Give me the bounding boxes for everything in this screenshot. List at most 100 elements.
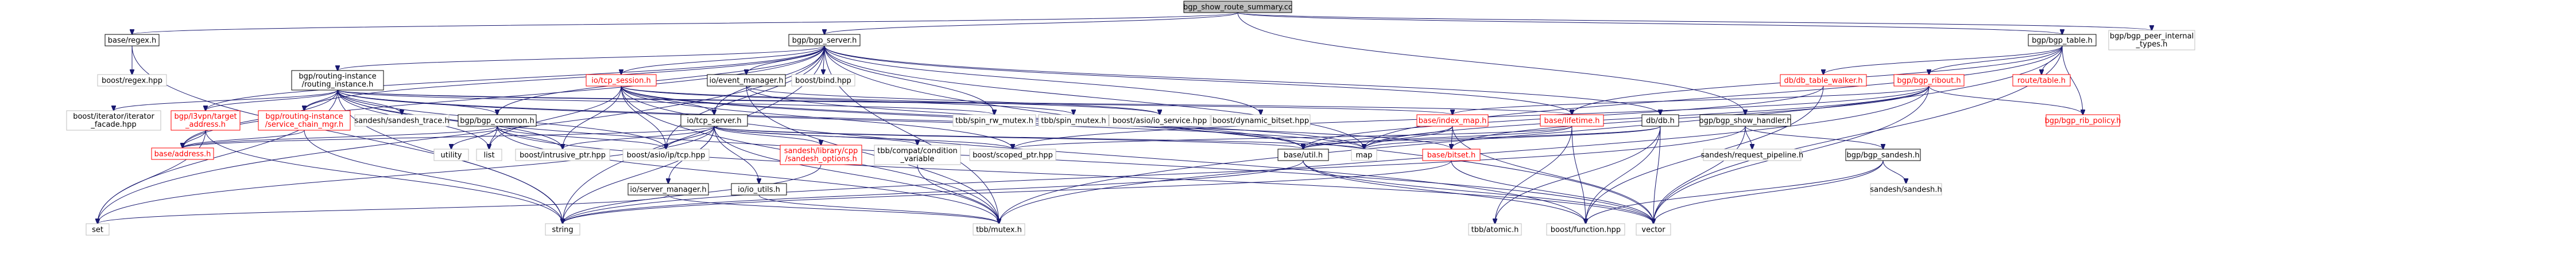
node-box: [1636, 223, 1671, 236]
node-label: sandesh/library/cpp: [784, 147, 858, 155]
node-label: io/server_manager.h: [630, 186, 706, 194]
edge-tbb_compat_condition_variable-to-tbb_mutex_h: [917, 164, 999, 224]
node-bgp_table_h[interactable]: bgp/bgp_table.h: [2028, 34, 2097, 46]
node-base_lifetime_h[interactable]: base/lifetime.h: [1540, 114, 1604, 127]
node-label: bgp/routing-instance: [299, 72, 376, 81]
node-box: [1780, 74, 1867, 87]
node-box: [973, 223, 1025, 236]
node-box: [258, 110, 351, 131]
node-box: [2108, 30, 2195, 50]
edge-bgp_server_h-to-bgp_common_h: [497, 45, 825, 115]
edge-root-to-bgp_show_handler_h: [1237, 12, 1745, 115]
node-tcp_session_h[interactable]: io/tcp_session.h: [586, 74, 657, 87]
edge-bgp_table_h-to-vector: [1653, 45, 2063, 224]
edge-bgp_server_h-to-bgp_target_address_h: [206, 45, 825, 111]
node-box: [780, 145, 862, 165]
node-box: [1703, 149, 1802, 161]
node-box: [1641, 114, 1679, 127]
edge-base_index_map_h-to-base_util_h: [1303, 126, 1453, 149]
node-box: [1468, 223, 1522, 236]
edge-root-to-bgp_server_h: [824, 12, 1238, 34]
node-box: [104, 34, 160, 46]
edge-bgp_server_h-to-event_manager_h: [746, 45, 825, 75]
node-box: [433, 149, 469, 161]
node-label: bgp/routing-instance: [265, 112, 343, 121]
node-event_manager_h[interactable]: io/event_manager.h: [707, 74, 786, 87]
edge-bgp_common_h-to-tbb_mutex_h: [497, 126, 999, 224]
node-base_address_h[interactable]: base/address.h: [151, 147, 214, 160]
node-box: [458, 114, 537, 127]
node-bgp_sandesh_h[interactable]: bgp/bgp_sandesh.h: [1845, 149, 1921, 161]
node-label: boost/scoped_ptr.hpp: [973, 151, 1053, 160]
edge-routing_instance_h-to-boost_intrusive_ptr_hpp: [337, 89, 563, 149]
node-label: tbb/compat/condition: [877, 147, 958, 155]
edge-base_lifetime_h-to-boost_scoped_ptr_hpp: [1013, 126, 1572, 149]
node-bgp_target_address_h[interactable]: bgp/l3vpn/target_address.h: [171, 110, 241, 131]
node-label: bgp/bgp_server.h: [792, 37, 857, 45]
node-box: [171, 110, 241, 131]
edge-base_index_map_h-to-vector: [1452, 126, 1653, 224]
node-layer: bgp_show_route_summary.cc base/regex.h bgp…: [66, 1, 2195, 236]
node-box: [1038, 114, 1109, 127]
node-service_chain_mgr_h[interactable]: bgp/routing-instance/service_chain_mgr.h: [258, 110, 351, 131]
node-bgp_server_h[interactable]: bgp/bgp_server.h: [788, 34, 861, 46]
edge-bgp_common_h-to-vector: [497, 126, 1653, 224]
node-label: tbb/mutex.h: [976, 226, 1022, 235]
edge-bgp_sandesh_h-to-boost_function_hpp: [1586, 160, 1884, 224]
node-label: boost/iterator/iterator: [73, 112, 154, 121]
node-box: [1845, 149, 1921, 161]
node-base_util_h[interactable]: base/util.h: [1277, 149, 1329, 161]
node-box: [731, 183, 787, 196]
node-box: [874, 145, 961, 165]
node-tbb_spin_mutex_h: tbb/spin_mutex.h: [1038, 114, 1109, 127]
node-label: io/io_utils.h: [738, 186, 780, 194]
edge-tcp_server_h-to-set: [98, 126, 715, 224]
node-tbb_atomic_h: tbb/atomic.h: [1468, 223, 1522, 236]
node-label: bgp/bgp_peer_internal: [2110, 32, 2194, 41]
node-label: /sandesh_options.h: [785, 155, 857, 163]
node-io_server_manager_h[interactable]: io/server_manager.h: [627, 183, 709, 196]
node-tcp_server_h[interactable]: io/tcp_server.h: [680, 114, 748, 127]
node-regex_h[interactable]: base/regex.h: [104, 34, 160, 46]
node-root[interactable]: bgp_show_route_summary.cc: [1183, 1, 1292, 13]
node-set: set: [86, 223, 110, 236]
node-sandesh_sandesh_h: sandesh/sandesh.h: [1870, 183, 1942, 196]
edge-bgp_common_h-to-boost_intrusive_ptr_hpp: [497, 126, 563, 149]
edge-event_manager_h-to-tbb_mutex_h: [746, 85, 999, 224]
node-box: [66, 110, 161, 131]
node-label: bgp/bgp_rib_policy.h: [2045, 117, 2121, 126]
edge-tcp_server_h-to-boost_asio_ip_tcp_hpp: [666, 126, 715, 149]
edge-routing_instance_h-to-bgp_target_address_h: [206, 89, 338, 111]
node-routing_instance_h[interactable]: bgp/routing-instance/routing_instance.h: [291, 70, 384, 91]
node-bgp_rib_policy_h[interactable]: bgp/bgp_rib_policy.h: [2045, 114, 2121, 127]
node-bgp_show_handler_h[interactable]: bgp/bgp_show_handler.h: [1699, 114, 1792, 127]
node-label: io/event_manager.h: [709, 77, 783, 85]
node-sandesh_library_options_h[interactable]: sandesh/library/cpp/sandesh_options.h: [780, 145, 862, 165]
node-db_table_walker_h[interactable]: db/db_table_walker.h: [1780, 74, 1867, 87]
node-box: [680, 114, 748, 127]
node-base_bitset_h[interactable]: base/bitset.h: [1422, 149, 1481, 161]
node-box: [586, 74, 657, 87]
edge-bgp_sandesh_h-to-vector: [1653, 160, 1884, 224]
node-bgp_ribout_h[interactable]: bgp/bgp_ribout.h: [1893, 74, 1965, 87]
node-db_db_h[interactable]: db/db.h: [1641, 114, 1679, 127]
node-boost_asio_io_service_hpp: boost/asio/io_service.hpp: [1109, 114, 1211, 127]
edge-bgp_server_h-to-db_db_h: [824, 45, 1660, 115]
node-label: /routing_instance.h: [302, 80, 374, 89]
edge-root-to-regex_h: [132, 12, 1238, 34]
edge-service_chain_mgr_h-to-base_address_h: [183, 130, 305, 148]
node-box: [627, 183, 709, 196]
node-box: [151, 147, 214, 160]
edge-base_lifetime_h-to-base_util_h: [1303, 126, 1572, 149]
edge-bgp_ribout_h-to-bgp_rib_policy_h: [1928, 85, 2083, 115]
edge-tcp_server_h-to-io_io_utils_h: [714, 126, 759, 184]
node-route_table_h[interactable]: route/table.h: [2012, 74, 2071, 87]
node-label: base/regex.h: [108, 37, 157, 45]
node-sandesh_request_pipeline_h: sandesh/request_pipeline.h: [1701, 149, 1803, 161]
node-io_io_utils_h[interactable]: io/io_utils.h: [731, 183, 787, 196]
node-bgp_common_h[interactable]: bgp/bgp_common.h: [458, 114, 537, 127]
node-base_index_map_h[interactable]: base/index_map.h: [1416, 114, 1489, 127]
node-box: [2028, 34, 2097, 46]
node-label: boost/function.hpp: [1551, 226, 1621, 235]
